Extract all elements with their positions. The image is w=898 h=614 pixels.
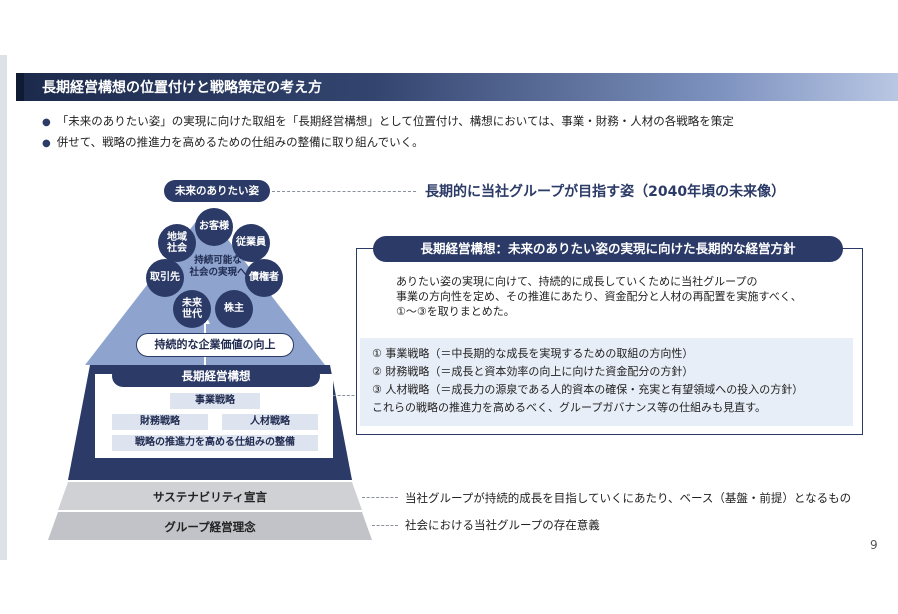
plan-description: ありたい姿の実現に向けて、持続的に成長していくために当社グループの 事業の方向性… xyxy=(396,274,802,319)
bullet-dot-icon: ● xyxy=(42,138,51,149)
philosophy-connector-line xyxy=(372,525,398,526)
stakeholder-employees: 従業員 xyxy=(232,224,270,262)
stakeholder-business-partners: 取引先 xyxy=(146,259,184,297)
bullet-1-text: 「未来のありたい姿」の実現に向けた取組を「長期経営構想」として位置付け、構想にお… xyxy=(56,114,734,128)
sustainability-caption: 当社グループが持続的成長を目指していくにあたり、ベース（基盤・前提）となるもの xyxy=(405,491,852,505)
stakeholder-local-community: 地域 社会 xyxy=(158,224,196,262)
strategies-list: ① 事業戦略（＝中長期的な成長を実現するための取組の方向性） ② 財務戦略（＝成… xyxy=(372,345,803,417)
banner-accent xyxy=(16,73,24,101)
bullet-dot-icon: ● xyxy=(42,117,51,128)
plan-connector-line xyxy=(333,395,359,396)
stakeholder-future-generations: 未来 世代 xyxy=(173,290,211,328)
left-edge-rule xyxy=(0,55,7,560)
plan-header-pill: 長期経営構想 xyxy=(112,365,320,387)
philosophy-caption: 社会における当社グループの存在意義 xyxy=(405,518,600,532)
title-banner xyxy=(24,73,898,101)
strategy-item-3: ③ 人材戦略（＝成長力の源泉である人的資本の確保・充実と有望領域への投入の方針） xyxy=(372,383,804,396)
sustainable-society-text: 持続可能な 社会の実現へ xyxy=(189,255,247,279)
philosophy-band-shape xyxy=(48,512,372,540)
pyramid-upper-triangle xyxy=(85,210,325,365)
page-title: 長期経営構想の位置付けと戦略策定の考え方 xyxy=(42,80,322,96)
plan-desc-line-2: 事業の方向性を定め、その推進にあたり、資金配分と人材の再配置を実施すべく、 xyxy=(396,290,802,303)
business-strategy-box: 事業戦略 xyxy=(170,393,260,409)
bullet-1: ● 「未来のありたい姿」の実現に向けた取組を「長期経営構想」として位置付け、構想に… xyxy=(42,113,734,129)
strategies-box xyxy=(360,338,853,426)
plan-desc-line-1: ありたい姿の実現に向けて、持続的に成長していくために当社グループの xyxy=(396,275,758,288)
sustainability-declaration-label: サステナビリティ宣言 xyxy=(152,490,268,504)
page-number: 9 xyxy=(870,538,878,552)
corporate-value-pill: 持続的な企業価値の向上 xyxy=(136,333,294,357)
sustainability-connector-line xyxy=(362,497,398,498)
sustainability-band-shape xyxy=(58,482,362,510)
vision-caption: 長期的に当社グループが目指す姿（2040年頃の未来像） xyxy=(425,184,786,200)
bullet-2: ● 併せて、戦略の推進力を高めるための仕組みの整備に取り組んでいく。 xyxy=(42,134,424,150)
stakeholder-creditors: 債権者 xyxy=(245,259,283,297)
hr-strategy-box: 人材戦略 xyxy=(222,414,318,430)
plan-detail-title: 長期経営構想：未来のありたい姿の実現に向けた長期的な経営方針 xyxy=(373,236,843,262)
finance-strategy-box: 財務戦略 xyxy=(112,414,208,430)
future-vision-pill: 未来のありたい姿 xyxy=(164,180,270,202)
group-philosophy-label: グループ経営理念 xyxy=(164,520,256,534)
vision-connector-line xyxy=(272,191,416,192)
strategy-item-2: ② 財務戦略（＝成長と資本効率の向上に向けた資金配分の方針） xyxy=(372,365,694,378)
strategy-item-1: ① 事業戦略（＝中長期的な成長を実現するための取組の方向性） xyxy=(372,347,694,360)
stakeholder-shareholders: 株主 xyxy=(215,290,253,328)
bullet-2-text: 併せて、戦略の推進力を高めるための仕組みの整備に取り組んでいく。 xyxy=(56,135,424,149)
strategies-note: これらの戦略の推進力を高めるべく、グループガバナンス等の仕組みも見直す。 xyxy=(372,401,767,414)
mechanism-box: 戦略の推進力を高める仕組みの整備 xyxy=(112,435,318,451)
plan-desc-line-3: ①～③を取りまとめた。 xyxy=(396,305,515,318)
stakeholder-customers: お客様 xyxy=(195,208,233,246)
